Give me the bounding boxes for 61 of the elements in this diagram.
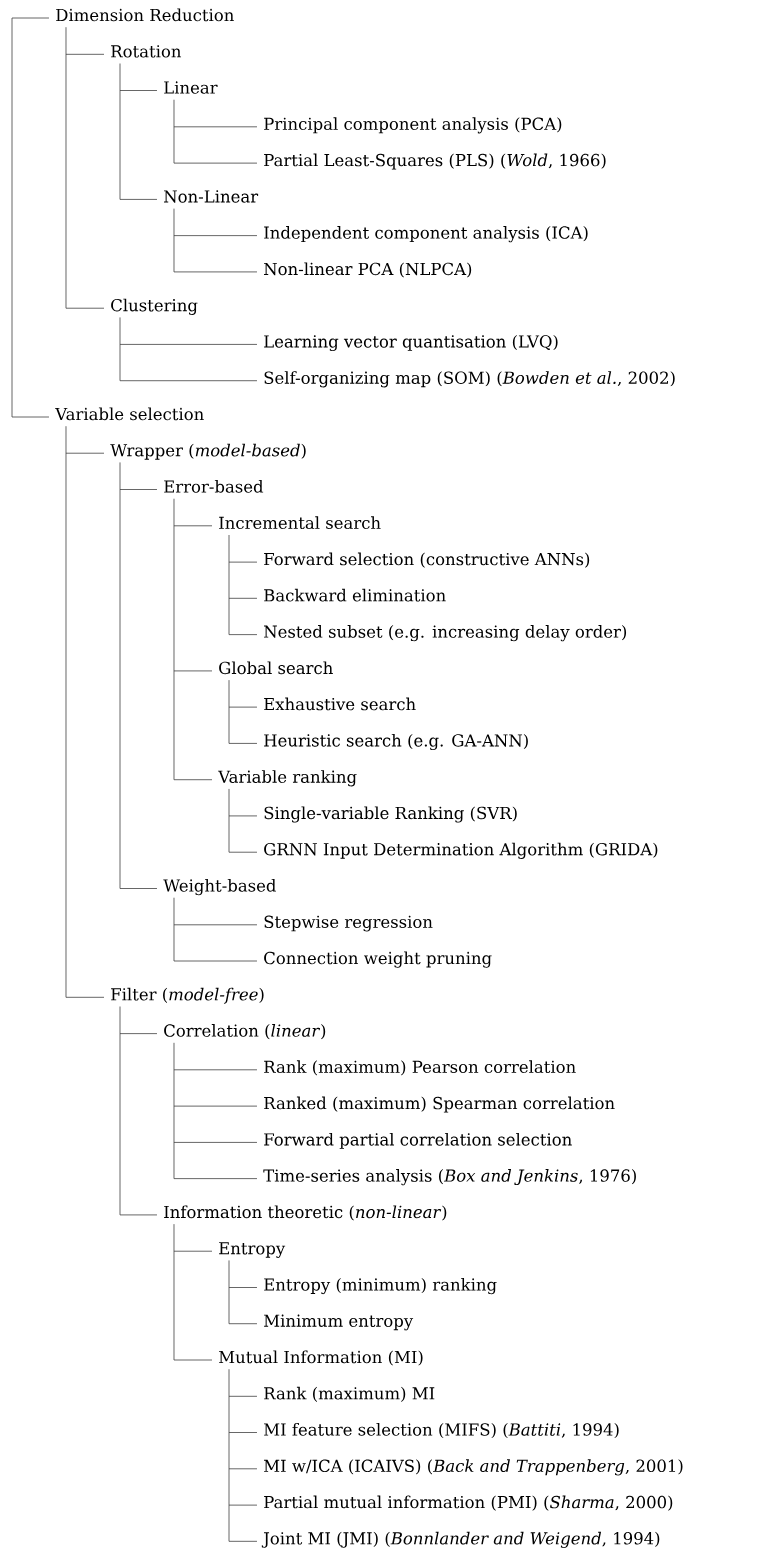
method-label: Heuristic search (e.g. GA-ANN) — [264, 733, 528, 751]
bracket-connector — [11, 17, 50, 418]
tree-connector — [228, 1260, 258, 1325]
method-label: Partial mutual information (PMI) (Sharma, 2000) — [264, 1495, 673, 1511]
method-label: Ranked (maximum) Spearman correlation — [264, 1096, 615, 1113]
method-label: Exhaustive search — [264, 697, 416, 711]
method-label: Entropy (minimum) ranking — [264, 1278, 497, 1295]
tree-connector — [173, 99, 258, 164]
tree-connector — [173, 1223, 213, 1361]
category-label: Variable ranking — [218, 770, 357, 787]
method-label: Forward partial correlation selection — [264, 1132, 572, 1149]
tree-connector — [119, 63, 158, 200]
tree-connector — [173, 897, 258, 962]
method-label: Non-linear PCA (NLPCA) — [264, 262, 472, 278]
category-label: Variable selection — [55, 407, 204, 421]
method-label: Single-variable Ranking (SVR) — [264, 806, 517, 823]
method-label: MI w/ICA (ICAIVS) (Back and Trappenberg, 2001) — [264, 1459, 683, 1476]
category-label: Entropy — [219, 1242, 286, 1258]
category-label: Filter (model-free) — [111, 987, 264, 1004]
tree-connector — [119, 462, 158, 889]
category-label: Linear — [164, 81, 218, 94]
method-label: Nested subset (e.g. increasing delay order) — [264, 625, 627, 642]
category-label: Non-Linear — [164, 190, 259, 203]
method-label: GRNN Input Determination Algorithm (GRIDA) — [264, 842, 658, 859]
category-label: Mutual Information (MI) — [219, 1350, 423, 1366]
tree-connector — [65, 26, 105, 309]
category-label: Wrapper (model-based) — [110, 443, 306, 460]
method-label: Backward elimination — [264, 588, 446, 602]
method-label: Forward selection (constructive ANNs) — [264, 552, 590, 568]
method-label: Rank (maximum) Pearson correlation — [264, 1060, 576, 1076]
category-label: Correlation (linear) — [164, 1024, 326, 1040]
method-label: Stepwise regression — [264, 915, 433, 932]
method-label: Learning vector quantisation (LVQ) — [264, 334, 558, 352]
method-label: Rank (maximum) MI — [264, 1386, 435, 1402]
tree-connector — [228, 788, 258, 853]
method-label: Time-series analysis (Box and Jenkins, 1976) — [263, 1169, 636, 1186]
method-label: Joint MI (JMI) (Bonnlander and Weigend, 1994) — [261, 1531, 660, 1548]
method-label: Connection weight pruning — [264, 951, 492, 968]
tree-connector — [173, 208, 258, 273]
tree-connector — [228, 1368, 258, 1542]
tree-connector — [173, 498, 213, 781]
tree-connector — [119, 1006, 158, 1216]
tree-connector — [173, 1042, 258, 1179]
category-label: Weight-based — [163, 879, 276, 896]
category-label: Error-based — [164, 480, 264, 493]
method-label: MI feature selection (MIFS) (Battiti, 1994) — [264, 1423, 619, 1439]
tree-connector — [228, 679, 258, 744]
category-label: Information theoretic (non-linear) — [164, 1205, 447, 1221]
category-label: Dimension Reduction — [56, 8, 234, 22]
category-label: Incremental search — [219, 516, 381, 530]
method-label: Partial Least-Squares (PLS) (Wold, 1966) — [264, 153, 606, 170]
tree-connector — [65, 425, 105, 998]
tree-connector — [119, 317, 258, 382]
method-label: Independent component analysis (ICA) — [264, 226, 588, 243]
category-label: Clustering — [111, 298, 198, 315]
category-label: Global search — [219, 661, 333, 675]
method-label: Principal component analysis (PCA) — [264, 117, 562, 134]
method-label: Minimum entropy — [264, 1314, 414, 1331]
tree-connector — [228, 534, 258, 635]
category-label: Rotation — [111, 45, 182, 58]
method-label: Self-organizing map (SOM) (Bowden et al., 2002) — [264, 371, 675, 388]
